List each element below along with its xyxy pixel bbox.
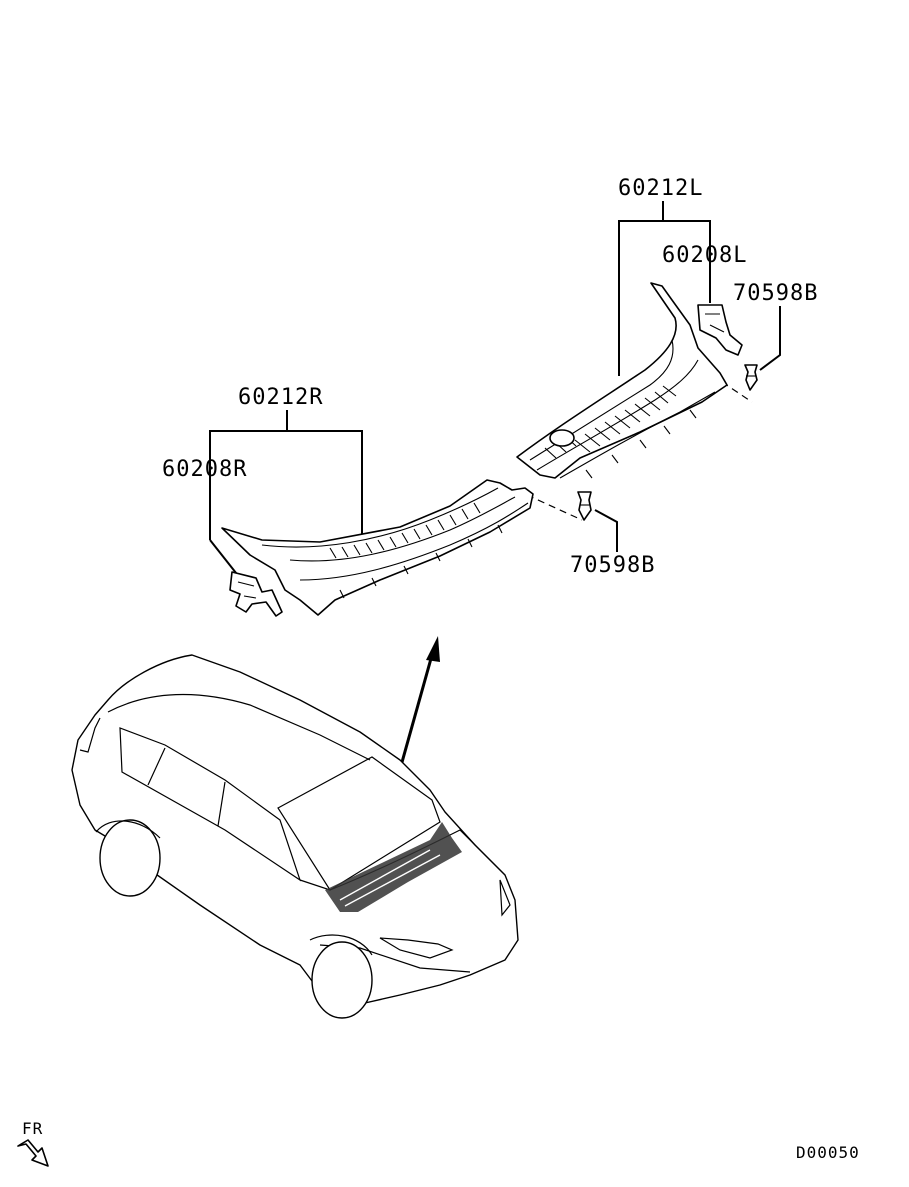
label-70598B-top: 70598B <box>733 281 818 306</box>
leader-60212R <box>209 410 363 540</box>
cowl-top-panel-left <box>516 282 728 479</box>
label-70598B-bottom: 70598B <box>570 553 655 578</box>
leader-60208R <box>209 539 241 579</box>
front-label: FR <box>22 1119 43 1138</box>
label-60208L: 60208L <box>662 243 747 268</box>
bracket-60208L <box>697 304 743 356</box>
label-60212L: 60212L <box>618 176 703 201</box>
rear-wheel <box>95 819 161 897</box>
leader-60212L <box>618 201 711 376</box>
dashed-line-left-clip <box>526 494 583 521</box>
cowl-top-panel-right <box>221 479 534 616</box>
label-60208R: 60208R <box>162 457 247 482</box>
grill-ribs-right <box>329 502 481 559</box>
vehicle-outline <box>71 654 519 1019</box>
clip-70598B-bottom <box>577 491 592 521</box>
leader-70598B-top <box>759 306 781 371</box>
figure-code: D00050 <box>796 1143 860 1162</box>
leader-70598B-bottom <box>594 509 618 552</box>
front-arrow-icon <box>17 1139 49 1167</box>
bracket-60208R <box>229 571 283 617</box>
front-wheel <box>309 934 373 1019</box>
front-direction-indicator: FR <box>17 1119 49 1167</box>
clip-70598B-top <box>744 364 758 391</box>
label-60212R: 60212R <box>238 385 323 410</box>
